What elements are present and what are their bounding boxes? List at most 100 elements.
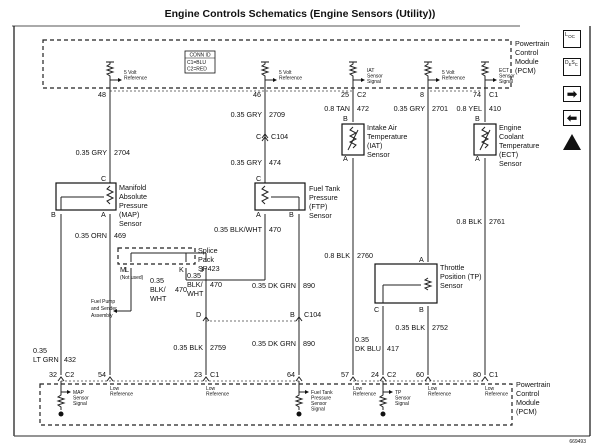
svg-text:0.35: 0.35 — [355, 335, 369, 344]
ref-label: ECT — [499, 68, 509, 74]
svg-text:Throttle: Throttle — [440, 263, 464, 272]
c104-connector: C C104 D B C104 — [196, 132, 321, 322]
svg-text:470: 470 — [210, 280, 222, 289]
svg-text:Sensor: Sensor — [311, 401, 327, 407]
svg-text:410: 410 — [489, 104, 501, 113]
svg-text:(FTP): (FTP) — [309, 202, 327, 211]
loc-icon[interactable]: LOC — [563, 30, 581, 48]
svg-text:0.35 DK GRN: 0.35 DK GRN — [252, 339, 296, 348]
svg-text:C104: C104 — [271, 132, 288, 141]
svg-text:Reference: Reference — [353, 392, 376, 398]
svg-text:B: B — [475, 114, 480, 123]
svg-text:Temperature: Temperature — [367, 132, 407, 141]
svg-text:432: 432 — [64, 355, 76, 364]
svg-text:Low: Low — [353, 386, 363, 392]
top-pcm-label: Powertrain Control Module (PCM) — [515, 39, 549, 75]
svg-text:Splice: Splice — [198, 246, 218, 255]
svg-text:469: 469 — [114, 231, 126, 240]
ref-label: Sensor — [367, 74, 383, 80]
svg-text:(ECT): (ECT) — [499, 150, 518, 159]
svg-text:A: A — [475, 154, 480, 163]
svg-text:2759: 2759 — [210, 343, 226, 352]
svg-text:BLK/: BLK/ — [150, 285, 166, 294]
svg-text:C2: C2 — [65, 370, 74, 379]
svg-text:B: B — [343, 114, 348, 123]
svg-text:M: M — [120, 265, 126, 274]
pin-number: 48 — [98, 90, 106, 99]
svg-text:C: C — [256, 132, 261, 141]
svg-text:B: B — [419, 305, 424, 314]
ref-label: 5 Volt — [279, 70, 292, 76]
svg-text:2760: 2760 — [357, 251, 373, 260]
svg-text:C1: C1 — [489, 370, 498, 379]
svg-text:Signal: Signal — [395, 401, 409, 407]
svg-text:Position (TP): Position (TP) — [440, 272, 482, 281]
bottom-pcm-label: Powertrain Control Module (PCM) — [516, 380, 550, 416]
svg-text:Intake Air: Intake Air — [367, 123, 398, 132]
svg-text:0.8 YEL: 0.8 YEL — [457, 104, 482, 113]
svg-text:Assembly: Assembly — [91, 313, 113, 319]
svg-text:Sensor: Sensor — [367, 150, 390, 159]
desc-icon[interactable]: DESC — [563, 58, 581, 76]
svg-text:BLK/: BLK/ — [187, 280, 203, 289]
ect-sensor: B A Engine Coolant Temperature (ECT) Sen… — [473, 114, 539, 168]
svg-text:Engine: Engine — [499, 123, 521, 132]
svg-text:C: C — [374, 305, 379, 314]
svg-text:A: A — [256, 210, 261, 219]
svg-text:2704: 2704 — [114, 148, 130, 157]
map-sensor: C B A Manifold Absolute Pressure (MAP) S… — [51, 174, 148, 228]
svg-text:0.35: 0.35 — [33, 346, 47, 355]
ref-label: Reference — [124, 76, 147, 82]
svg-text:and Sender: and Sender — [91, 306, 117, 312]
splice-pack-sp423: Splice Pack SP423 M L J K (Not used) — [117, 246, 220, 281]
svg-text:474: 474 — [269, 158, 281, 167]
nav-icons: LOC DESC ➡ ⬅ — [563, 30, 585, 150]
svg-text:C2=RED: C2=RED — [187, 67, 207, 73]
connector-id: C1 — [489, 90, 498, 99]
svg-text:0.8 BLK: 0.8 BLK — [456, 217, 482, 226]
svg-text:WHT: WHT — [150, 294, 167, 303]
triangle-up-icon[interactable] — [563, 134, 581, 150]
ref-label: IAT — [367, 68, 374, 74]
svg-text:Reference: Reference — [428, 392, 451, 398]
svg-text:Reference: Reference — [485, 392, 508, 398]
svg-text:0.35 GRY: 0.35 GRY — [231, 110, 263, 119]
svg-text:57: 57 — [341, 370, 349, 379]
bottom-pcm-box — [39, 383, 513, 426]
svg-text:Coolant: Coolant — [499, 132, 524, 141]
arrow-left-icon[interactable]: ⬅ — [563, 110, 581, 126]
arrow-right-icon[interactable]: ➡ — [563, 86, 581, 102]
svg-text:(IAT): (IAT) — [367, 141, 382, 150]
svg-text:Fuel Pump: Fuel Pump — [91, 299, 115, 305]
svg-text:Signal: Signal — [311, 407, 325, 413]
pin-number: 46 — [253, 90, 261, 99]
svg-text:Low: Low — [110, 386, 120, 392]
svg-text:B: B — [290, 310, 295, 319]
svg-text:Fuel Tank: Fuel Tank — [309, 184, 340, 193]
ref-label: Signal — [499, 79, 513, 85]
svg-text:Low: Low — [428, 386, 438, 392]
svg-text:L: L — [125, 265, 129, 274]
svg-text:Control: Control — [516, 389, 540, 398]
svg-text:Pressure: Pressure — [119, 201, 148, 210]
pin-number: 74 — [473, 90, 481, 99]
wire-labels: 0.35 GRY 2704 0.35 GRY 2709 0.35 GRY 474… — [33, 104, 505, 364]
svg-text:MAP: MAP — [73, 390, 85, 396]
svg-text:0.35 BLK: 0.35 BLK — [395, 323, 425, 332]
svg-text:Temperature: Temperature — [499, 141, 539, 150]
svg-text:A: A — [419, 255, 424, 264]
wires — [60, 88, 486, 375]
svg-text:Low: Low — [206, 386, 216, 392]
svg-text:Pressure: Pressure — [309, 193, 338, 202]
figure-id: 669493 — [569, 439, 586, 445]
top-pcm-box — [42, 39, 512, 89]
